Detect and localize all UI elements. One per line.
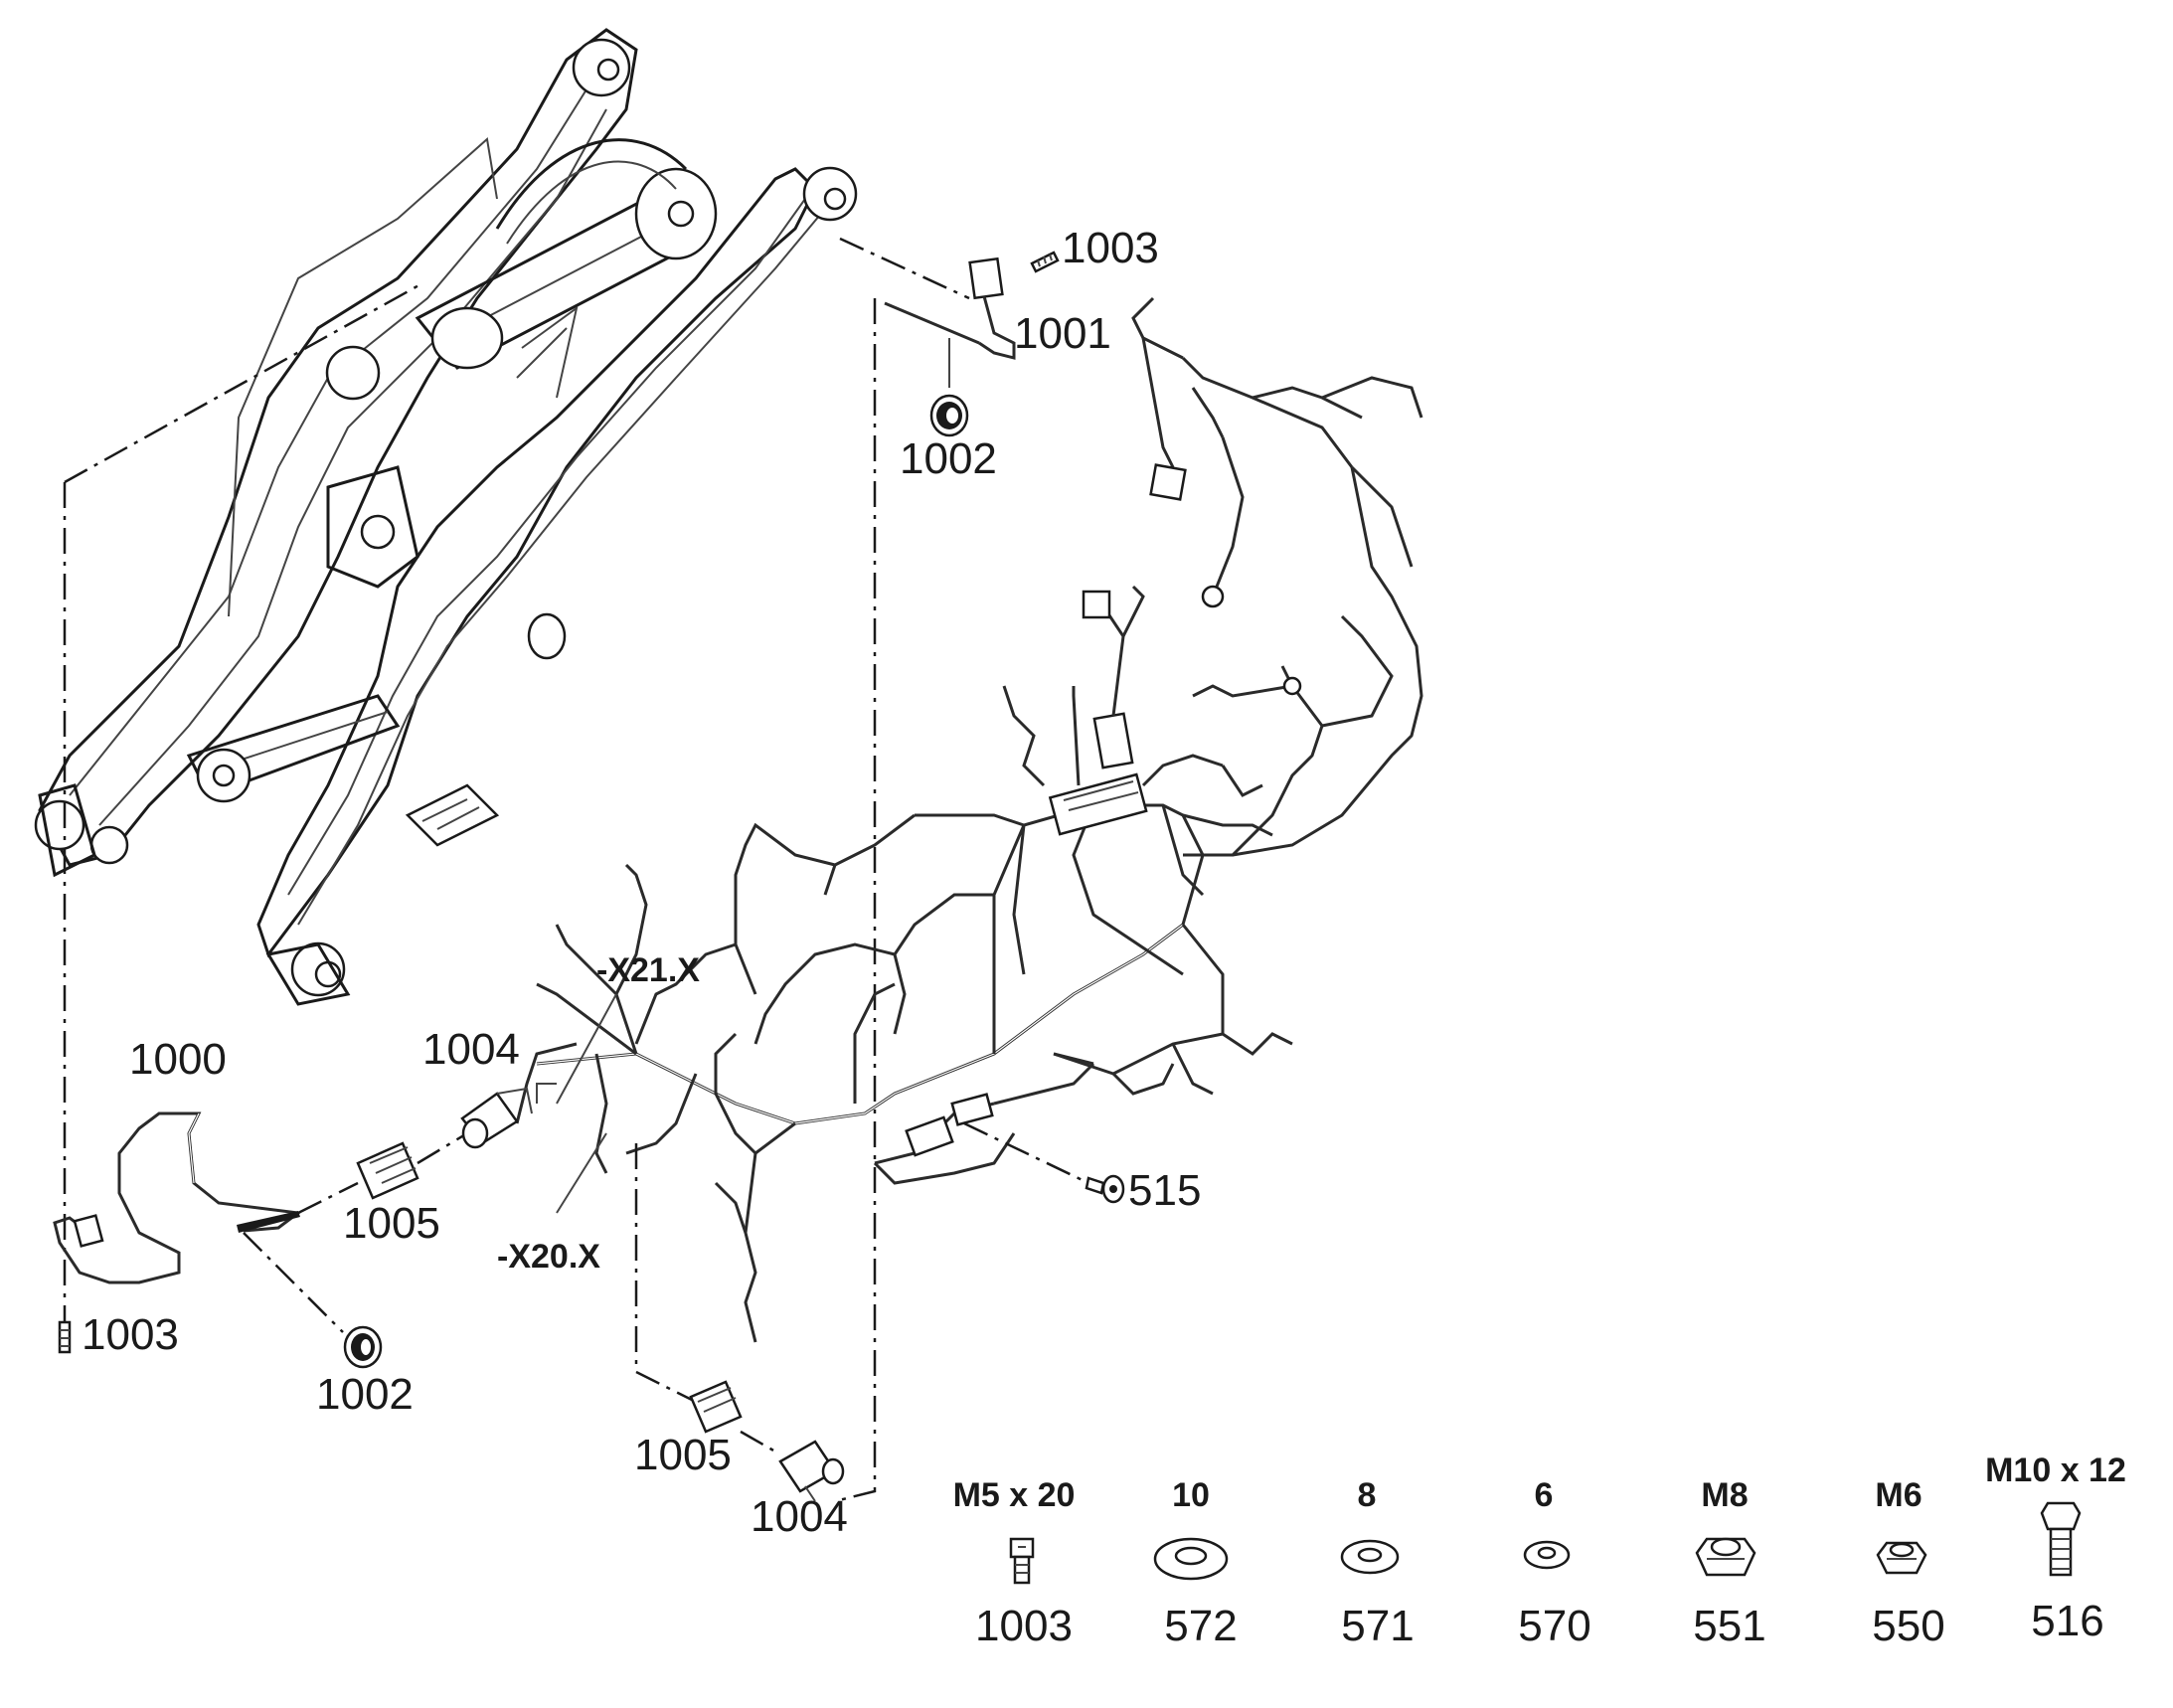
- grommet-1002-icon: [929, 394, 969, 437]
- hex-nut-icon: [1695, 1537, 1756, 1577]
- legend-size: 10: [1172, 1476, 1210, 1514]
- callout-1003-top: 1003: [1062, 224, 1159, 272]
- grommet-1002-left-icon: [343, 1325, 383, 1369]
- legend-part: 551: [1693, 1602, 1765, 1650]
- legend-part: 572: [1164, 1602, 1237, 1650]
- loader-arm-assembly: [34, 28, 858, 1006]
- washer-icon: [1523, 1540, 1571, 1570]
- callout-1003-left: 1003: [82, 1310, 179, 1359]
- alignment-line-right: [834, 298, 877, 1503]
- hardware-legend: M5 x 20 1003 10 572 8 571: [953, 1452, 2126, 1650]
- callout-1005-left: 1005: [343, 1199, 440, 1248]
- callout-1004-left: 1004: [422, 1025, 520, 1074]
- legend-part: 550: [1872, 1602, 1944, 1650]
- callout-x20: -X20.X: [497, 1238, 600, 1276]
- legend-item-571: 8 571: [1340, 1476, 1415, 1650]
- legend-size: M5 x 20: [953, 1476, 1076, 1514]
- socket-screw-icon: [1009, 1537, 1035, 1585]
- legend-size: M10 x 12: [1985, 1452, 2126, 1489]
- legend-part: 571: [1341, 1602, 1414, 1650]
- callout-1001: 1001: [1014, 309, 1111, 358]
- wiring-harness: [515, 296, 1423, 1343]
- callout-1004-bottom: 1004: [751, 1492, 848, 1541]
- alignment-line-left-top: [64, 281, 423, 484]
- callout-labels: 1003 1001 1002 1000 1004 1005 1003 1002 …: [82, 224, 1201, 1541]
- legend-item-570: 6 570: [1518, 1476, 1590, 1650]
- sensor-1001-top: [839, 237, 1060, 437]
- legend-item-551: M8 551: [1693, 1476, 1765, 1650]
- callout-1000: 1000: [129, 1035, 227, 1084]
- callout-1005-bottom: 1005: [634, 1431, 732, 1479]
- washer-icon: [1340, 1539, 1400, 1575]
- callout-x21: -X21.X: [596, 951, 700, 989]
- legend-size: 6: [1535, 1476, 1554, 1514]
- connector-1004-bottom-icon: [778, 1440, 845, 1502]
- connector-1005-left-icon: [356, 1131, 468, 1200]
- callout-1002-left: 1002: [316, 1370, 414, 1419]
- callout-1002-top: 1002: [900, 434, 997, 483]
- legend-size: M6: [1875, 1476, 1922, 1514]
- screw-1003-icon: [1030, 251, 1060, 273]
- callout-515: 515: [1128, 1166, 1201, 1215]
- legend-item-550: M6 550: [1872, 1476, 1944, 1650]
- legend-part: 1003: [975, 1602, 1073, 1650]
- hex-nut-icon: [1876, 1541, 1927, 1575]
- legend-item-572: 10 572: [1153, 1476, 1238, 1650]
- legend-size: 8: [1358, 1476, 1377, 1514]
- legend-part: 516: [2031, 1597, 2103, 1645]
- bolt-515-icon: [963, 1121, 1125, 1204]
- connector-1004-left-icon: [460, 1087, 533, 1149]
- connector-1005-bottom-icon: [689, 1380, 743, 1434]
- washer-icon: [1153, 1537, 1229, 1581]
- legend-part: 570: [1518, 1602, 1590, 1650]
- legend-item-1003: M5 x 20 1003: [953, 1476, 1076, 1650]
- sensor-1000-assembly: [53, 1111, 359, 1333]
- hex-bolt-icon: [2040, 1501, 2082, 1577]
- legend-item-516: M10 x 12 516: [1985, 1452, 2126, 1645]
- legend-size: M8: [1701, 1476, 1748, 1514]
- screw-1003-left-icon: [58, 1320, 72, 1354]
